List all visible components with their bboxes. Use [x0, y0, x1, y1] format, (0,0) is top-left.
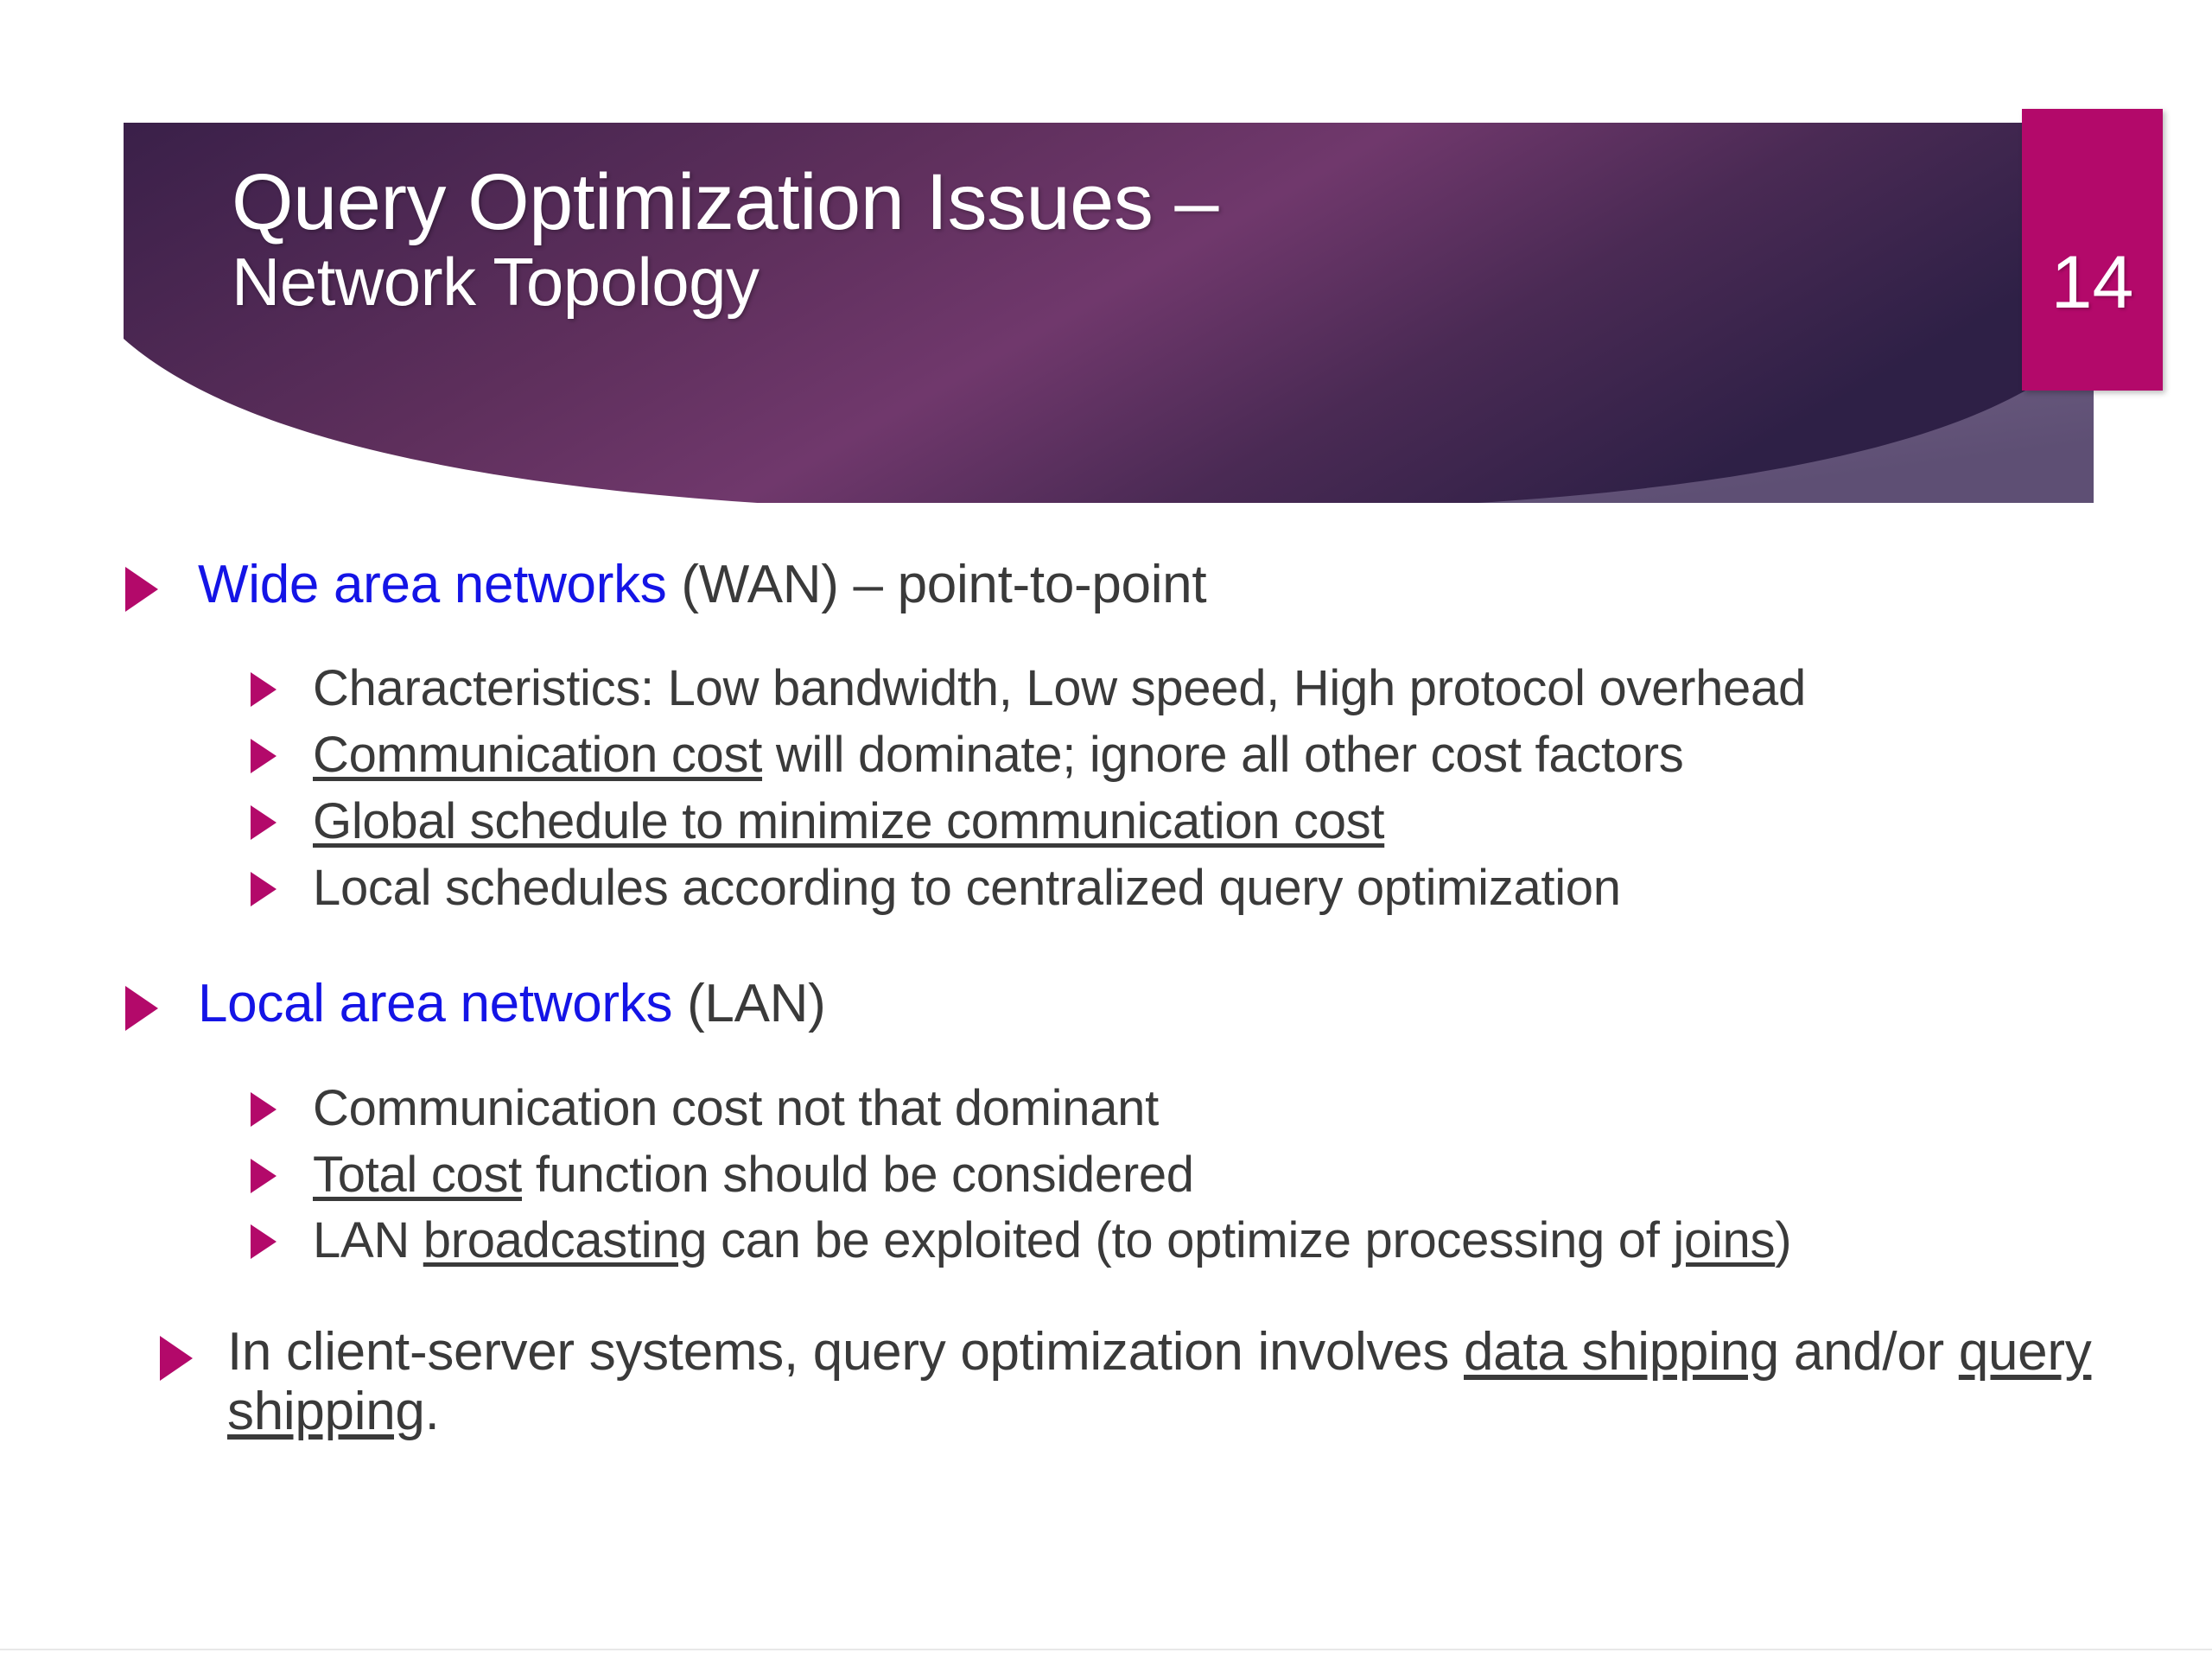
bullet-total-cost: Total cost function should be considered	[251, 1145, 2212, 1206]
title-line-1: Query Optimization Issues –	[232, 158, 1219, 246]
bullet-text: Characteristics: Low bandwidth, Low spee…	[313, 658, 1806, 720]
bullet-communication-cost-dominate: Communication cost will dominate; ignore…	[251, 725, 2212, 786]
title-banner: Query Optimization Issues – Network Topo…	[124, 109, 2163, 503]
bullet-local-schedules: Local schedules according to centralized…	[251, 858, 2212, 919]
bullet-plain: can be exploited (to optimize processing…	[707, 1212, 1674, 1269]
bullet-plain: (WAN) – point-to-point	[666, 555, 1207, 614]
bullet-plain: Local schedules according to centralized…	[313, 859, 1621, 916]
bullet-plain: Characteristics: Low bandwidth, Low spee…	[313, 660, 1806, 717]
slide-number: 14	[2050, 241, 2134, 324]
banner-body	[124, 123, 2094, 503]
banner-shape	[124, 123, 2094, 503]
bullet-local-area-networks: Local area networks (LAN)	[125, 972, 2212, 1036]
triangle-bullet-icon	[251, 871, 276, 906]
bullet-text: Communication cost not that dominant	[313, 1078, 1159, 1140]
bullet-plain: and/or	[1778, 1322, 1959, 1382]
bullet-global-schedule: Global schedule to minimize communicatio…	[251, 791, 2212, 853]
triangle-bullet-icon	[125, 567, 158, 612]
bullet-underlined: Total cost	[313, 1146, 522, 1203]
bullet-plain: will dominate; ignore all other cost fac…	[762, 727, 1684, 784]
bullet-characteristics: Characteristics: Low bandwidth, Low spee…	[251, 658, 2212, 720]
spacer	[0, 1277, 2212, 1322]
bullet-text: Local schedules according to centralized…	[313, 858, 1621, 919]
page-title: Query Optimization Issues – Network Topo…	[232, 158, 1873, 320]
bullet-plain: function should be considered	[522, 1146, 1194, 1203]
bullet-plain: LAN	[313, 1212, 423, 1269]
bullet-communication-cost-not-dominant: Communication cost not that dominant	[251, 1078, 2212, 1140]
bullet-highlight: Local area networks	[198, 974, 673, 1034]
triangle-bullet-icon	[125, 986, 158, 1032]
bullet-text: In client-server systems, query optimiza…	[227, 1322, 2128, 1442]
triangle-bullet-icon	[251, 739, 276, 774]
bullet-underlined: data shipping	[1464, 1322, 1779, 1382]
bullet-text: LAN broadcasting can be exploited (to op…	[313, 1211, 1792, 1272]
footer-divider	[0, 1649, 2212, 1650]
bullet-text: Communication cost will dominate; ignore…	[313, 725, 1684, 786]
bullet-plain: )	[1775, 1212, 1792, 1269]
bullet-text: Global schedule to minimize communicatio…	[313, 791, 1385, 853]
bullet-underlined: joins	[1673, 1212, 1776, 1269]
triangle-bullet-icon	[251, 1158, 276, 1193]
bullet-underlined: Global schedule to minimize communicatio…	[313, 792, 1385, 849]
spacer	[0, 1049, 2212, 1078]
bullet-plain: (LAN)	[672, 974, 826, 1034]
triangle-bullet-icon	[251, 1224, 276, 1260]
triangle-bullet-icon	[251, 1091, 276, 1127]
triangle-bullet-icon	[251, 804, 276, 840]
bullet-client-server-shipping: In client-server systems, query optimiza…	[160, 1322, 2212, 1442]
spacer	[0, 924, 2212, 972]
bullet-wide-area-networks: Wide area networks (WAN) – point-to-poin…	[125, 553, 2212, 617]
bullet-underlined: Communication cost	[313, 727, 763, 784]
bullet-underlined: query shipping	[227, 1322, 2092, 1442]
bullet-text: Local area networks (LAN)	[198, 972, 826, 1036]
content-body: Wide area networks (WAN) – point-to-poin…	[0, 553, 2212, 1442]
bullet-underlined: broadcasting	[423, 1212, 708, 1269]
bullet-text: Wide area networks (WAN) – point-to-poin…	[198, 553, 1207, 617]
slide-number-badge: 14	[2022, 109, 2163, 391]
title-line-2: Network Topology	[232, 243, 760, 320]
bullet-lan-broadcasting: LAN broadcasting can be exploited (to op…	[251, 1211, 2212, 1272]
triangle-bullet-icon	[160, 1336, 193, 1382]
bullet-text: Total cost function should be considered	[313, 1145, 1194, 1206]
banner-accent-wedge	[1351, 252, 2094, 503]
spacer	[0, 629, 2212, 658]
bullet-plain: Communication cost not that dominant	[313, 1079, 1159, 1136]
bullet-plain: .	[424, 1382, 440, 1442]
triangle-bullet-icon	[251, 672, 276, 708]
bullet-plain: In client-server systems, query optimiza…	[227, 1322, 1464, 1382]
bullet-highlight: Wide area networks	[198, 555, 667, 614]
